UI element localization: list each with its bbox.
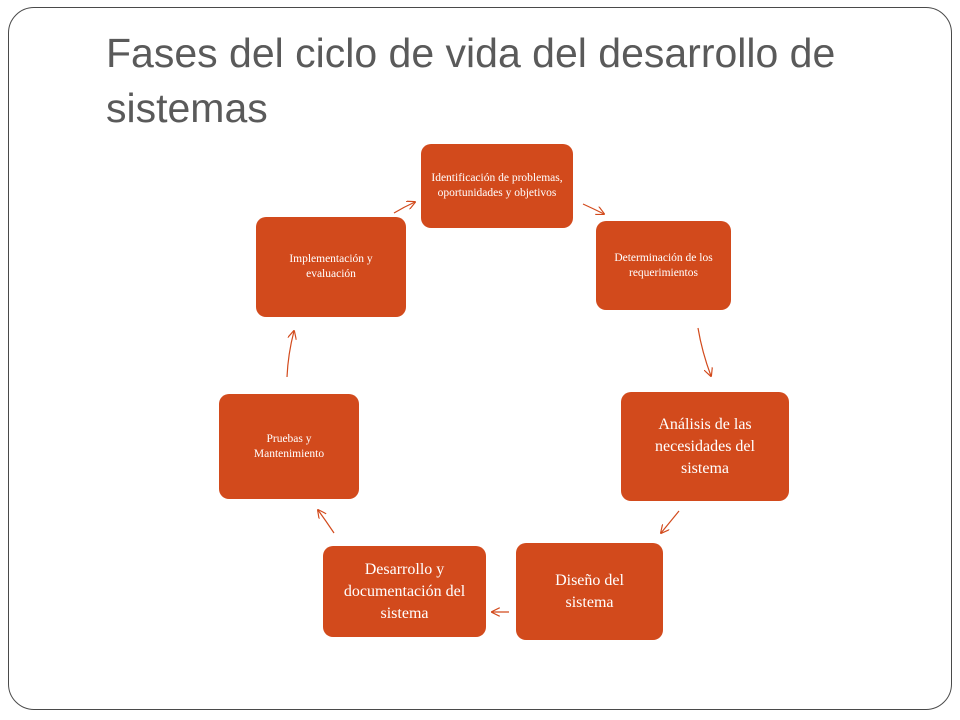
arrow-identificacion-to-requerimientos [582, 203, 604, 214]
node-analisis-label: Análisis de las necesidades del sistema [655, 415, 755, 477]
node-identificacion-label: Identificación de problemas, oportunidad… [431, 172, 563, 199]
node-requerimientos-label: Determinación de los requerimientos [614, 251, 713, 279]
node-diseno: Diseño del sistema [516, 543, 663, 640]
node-desarrollo: Desarrollo y documentación del sistema [323, 546, 486, 637]
node-diseno-label: Diseño del sistema [555, 571, 624, 611]
node-requerimientos: Determinación de los requerimientos [596, 221, 731, 310]
node-identificacion: Identificación de problemas, oportunidad… [421, 144, 573, 228]
slide-title: Fases del ciclo de vida del desarrollo d… [106, 30, 836, 131]
node-implementacion: Implementación y evaluación [256, 217, 406, 317]
node-desarrollo-label: Desarrollo y documentación del sistema [343, 560, 466, 622]
node-analisis: Análisis de las necesidades del sistema [621, 392, 789, 501]
arrow-pruebas-to-implementacion [286, 331, 294, 378]
arrow-desarrollo-to-pruebas [318, 510, 335, 534]
arrow-analisis-to-diseno [661, 510, 680, 533]
arrow-requerimientos-to-analisis [697, 327, 711, 376]
arrow-implementacion-to-identificacion [393, 202, 415, 214]
node-implementacion-label: Implementación y evaluación [289, 253, 373, 280]
node-pruebas-label: Pruebas y Mantenimiento [253, 432, 325, 460]
node-pruebas: Pruebas y Mantenimiento [219, 394, 359, 499]
